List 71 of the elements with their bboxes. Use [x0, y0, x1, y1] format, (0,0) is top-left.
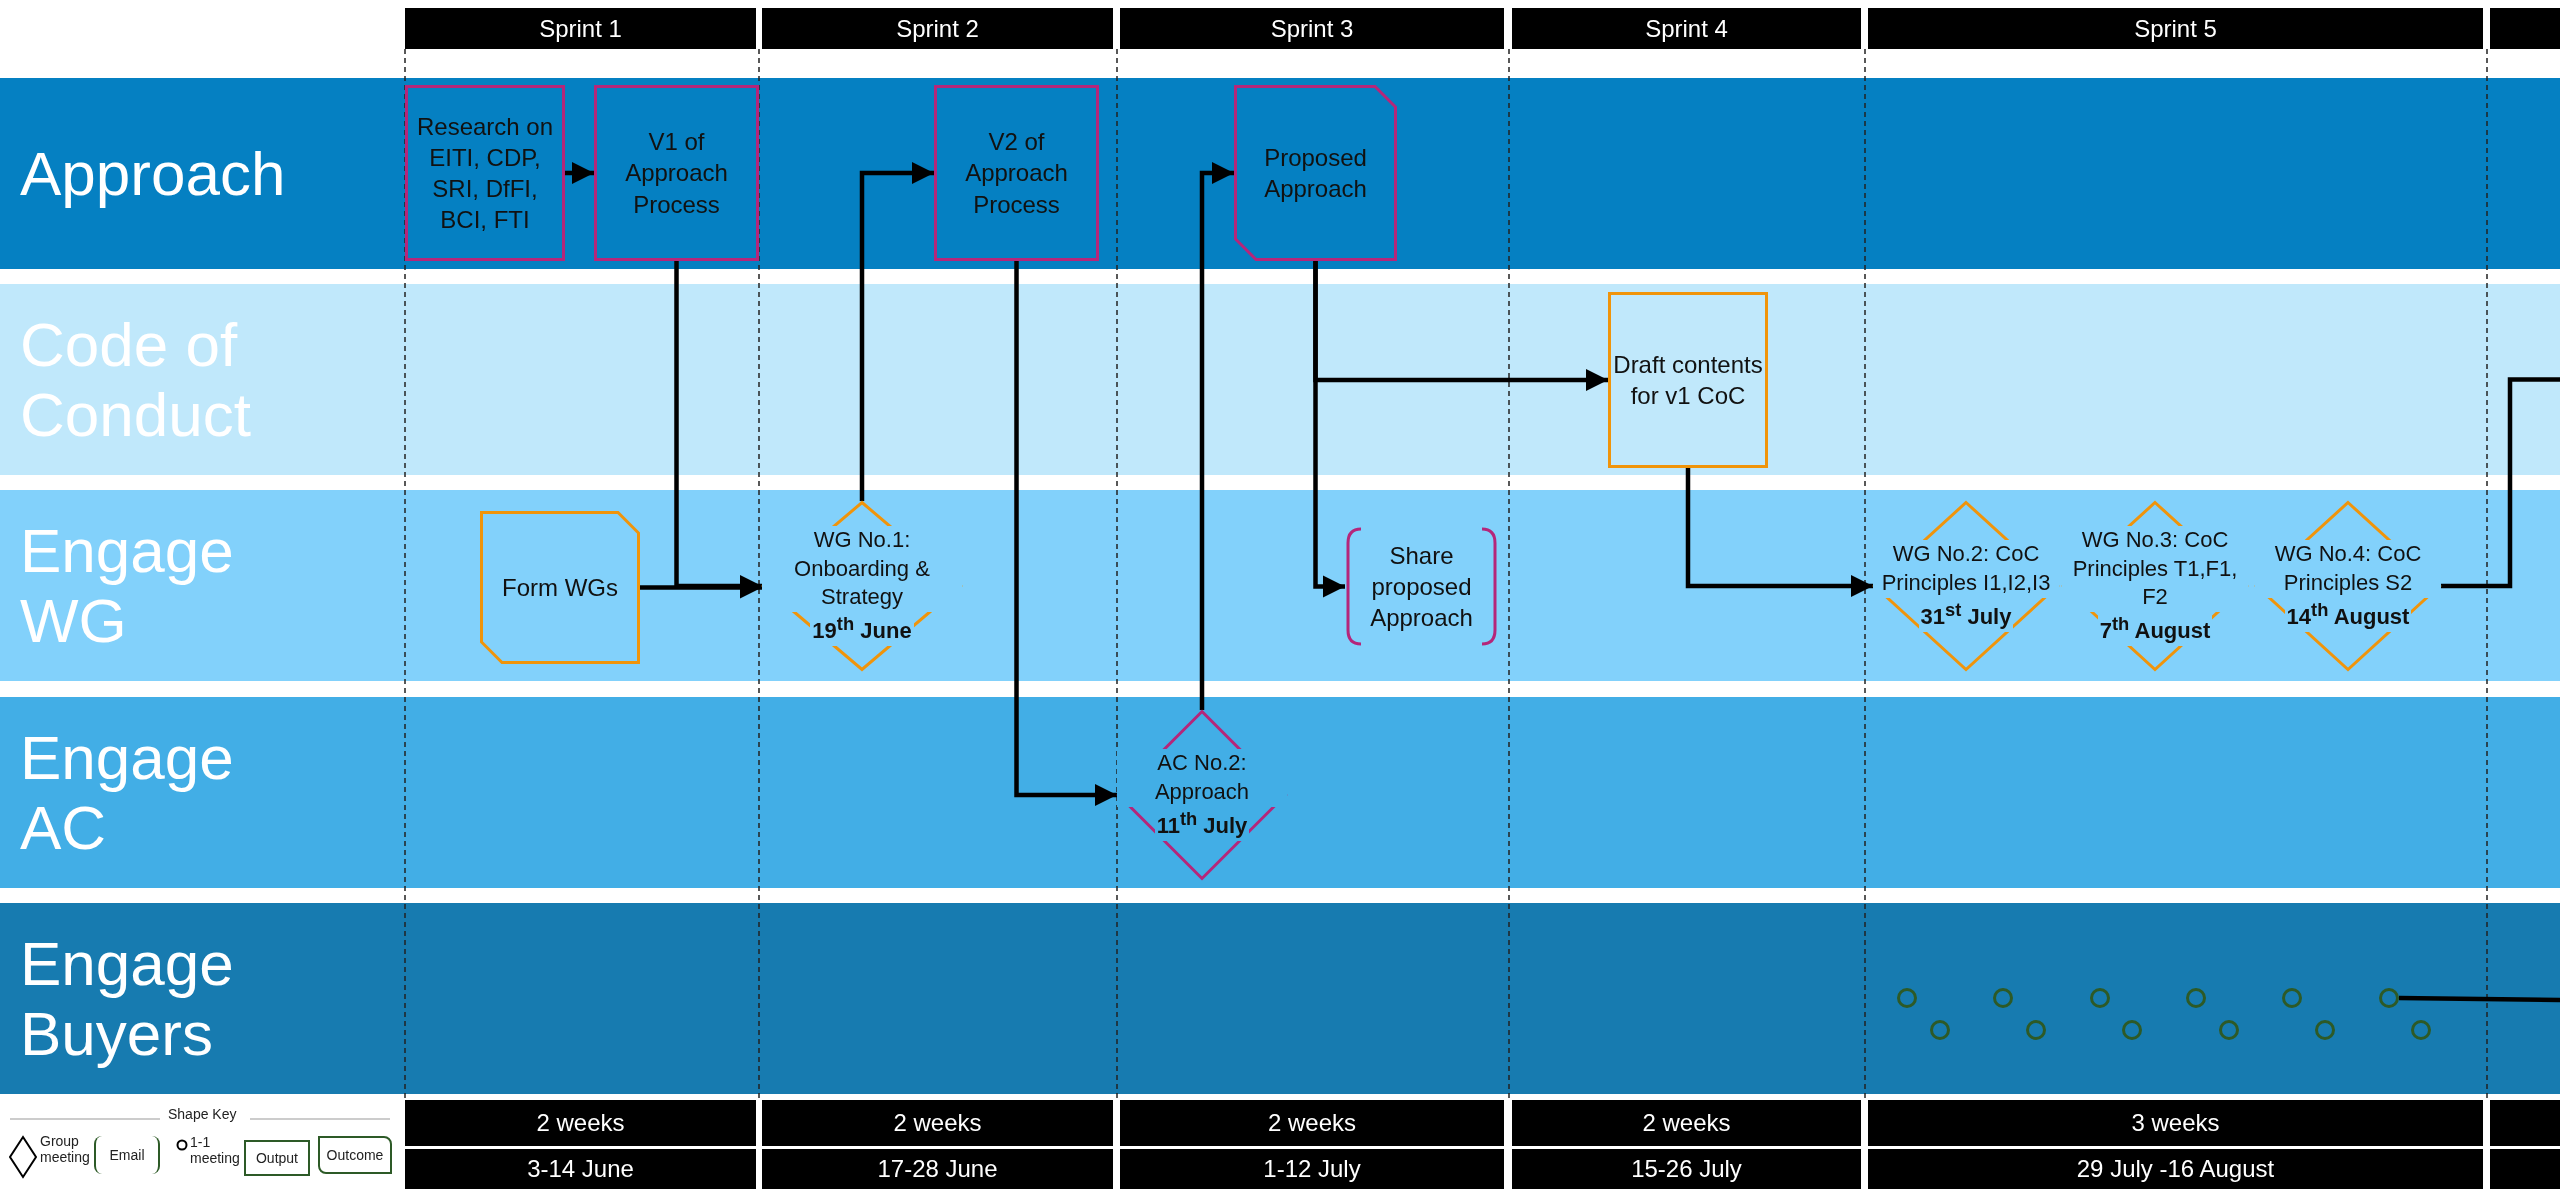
sprint-header-bar: Sprint 2 — [762, 8, 1113, 49]
meeting-diamond — [2255, 501, 2441, 671]
sprint-header-bar: Sprint 3 — [1120, 8, 1504, 49]
connector-line — [2441, 377, 2560, 589]
meeting-circle — [2411, 1020, 2431, 1040]
meeting-circle — [2186, 988, 2206, 1008]
meeting-circle — [2282, 988, 2302, 1008]
duration-bar — [2490, 1100, 2560, 1146]
meeting-title: WG No.4: CoC Principles S2 — [2255, 540, 2441, 598]
connector-arrow — [1014, 261, 1117, 807]
lane-title: Engage WG — [20, 516, 235, 655]
output-box: Draft contents for v1 CoC — [1608, 292, 1768, 468]
legend-heading: Shape Key — [168, 1106, 237, 1123]
meeting-circle — [2026, 1020, 2046, 1040]
meeting-circle — [2379, 988, 2399, 1008]
duration-bar: 2 weeks — [405, 1100, 756, 1146]
swimlane-band — [0, 490, 2560, 681]
legend-label: Group meeting — [40, 1133, 91, 1166]
meeting-title: WG No.1: Onboarding & Strategy — [762, 526, 962, 612]
date-range-bar: 3-14 June — [405, 1149, 756, 1189]
meeting-circle — [2090, 988, 2110, 1008]
meeting-circle — [1993, 988, 2013, 1008]
sprint-header-bar: Sprint 1 — [405, 8, 756, 49]
connector-arrow — [565, 161, 594, 185]
legend-sample: Output — [244, 1140, 310, 1176]
output-box: V1 of Approach Process — [594, 85, 759, 261]
sprint-header-bar — [2490, 8, 2560, 49]
meeting-diamond — [1873, 501, 2059, 671]
date-range-bar: 1-12 July — [1120, 1149, 1504, 1189]
date-range-bar — [2490, 1149, 2560, 1189]
lane-title: Approach — [20, 138, 286, 209]
date-range-bar: 15-26 July — [1512, 1149, 1861, 1189]
duration-bar: 2 weeks — [1512, 1100, 1861, 1146]
meeting-diamond — [762, 501, 962, 671]
connector-arrow — [1313, 261, 1345, 598]
swimlane-band — [0, 697, 2560, 888]
output-box: V2 of Approach Process — [934, 85, 1099, 261]
connector-line — [2398, 995, 2560, 1003]
lane-title: Engage Buyers — [20, 929, 235, 1068]
lane-title: Engage AC — [20, 723, 235, 862]
duration-bar: 2 weeks — [762, 1100, 1113, 1146]
sprint-header-bar: Sprint 5 — [1868, 8, 2483, 49]
meeting-circle — [2315, 1020, 2335, 1040]
meeting-circle — [1897, 988, 1917, 1008]
connector-arrow — [1685, 468, 1873, 598]
meeting-circle — [2122, 1020, 2142, 1040]
meeting-diamond — [2062, 501, 2248, 671]
connector-arrow — [859, 161, 934, 501]
meeting-title: WG No.3: CoC Principles T1,F1, F2 — [2062, 526, 2248, 612]
date-range-bar: 17-28 June — [762, 1149, 1113, 1189]
meeting-circle — [1930, 1020, 1950, 1040]
sprint-header-bar: Sprint 4 — [1512, 8, 1861, 49]
swimlane-band — [0, 903, 2560, 1094]
swimlane-band — [0, 78, 2560, 269]
swimlane-band — [0, 284, 2560, 475]
meeting-circle — [2219, 1020, 2239, 1040]
outcome-box: Proposed Approach — [1234, 85, 1397, 261]
legend-label: 1-1 meeting — [190, 1134, 241, 1167]
email-bracket-box: Share proposed Approach — [1345, 527, 1498, 646]
legend-sample: Outcome — [318, 1136, 392, 1174]
connector-arrow — [1199, 161, 1234, 710]
meeting-diamond — [1117, 710, 1287, 880]
date-range-bar: 29 July -16 August — [1868, 1149, 2483, 1189]
meeting-title: AC No.2: Approach — [1117, 749, 1287, 807]
duration-bar: 3 weeks — [1868, 1100, 2483, 1146]
legend-sample: Email — [94, 1136, 160, 1174]
outcome-box: Form WGs — [480, 511, 640, 664]
output-box: Research on EITI, CDP, SRI, DfFI, BCI, FTI — [405, 85, 565, 261]
duration-bar: 2 weeks — [1120, 1100, 1504, 1146]
meeting-title: WG No.2: CoC Principles I1,I2,I3 — [1873, 540, 2059, 598]
lane-title: Code of Conduct — [20, 310, 252, 449]
